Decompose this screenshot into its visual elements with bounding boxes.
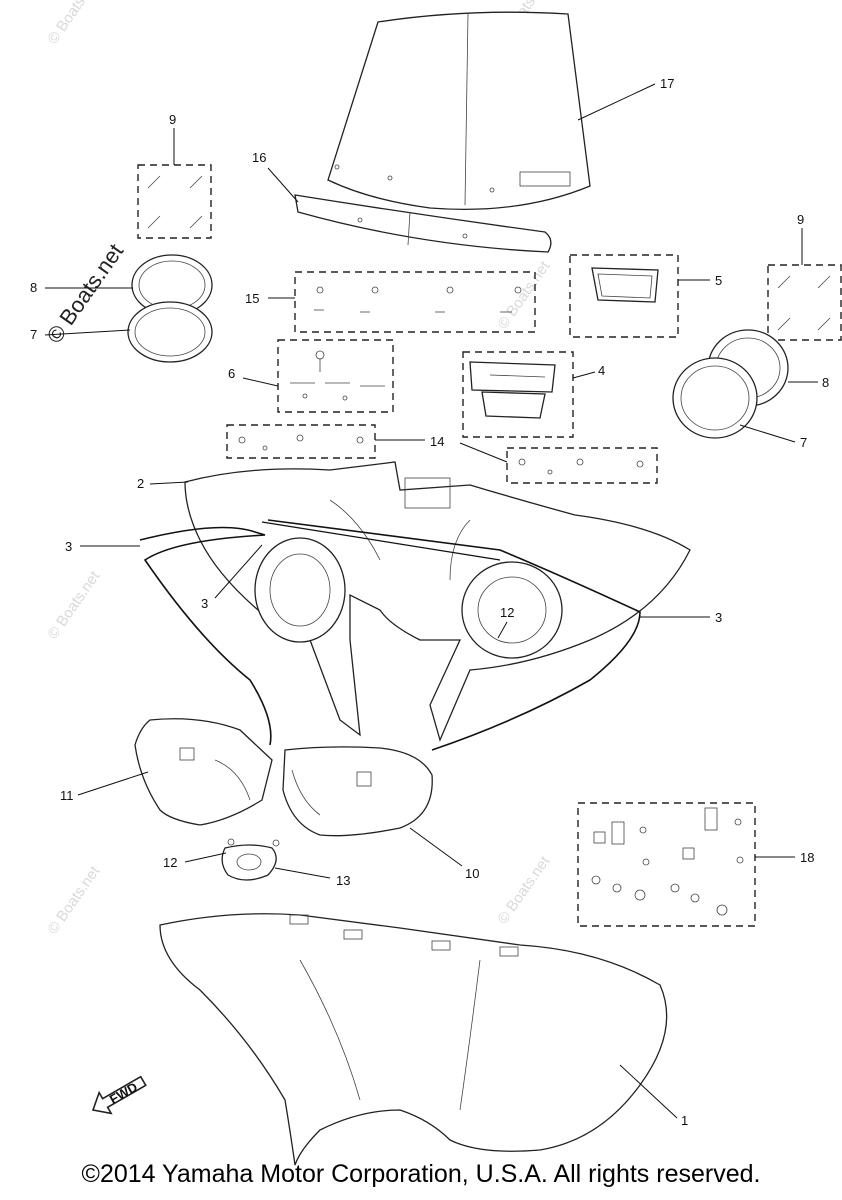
- speaker-ring-left: [127, 254, 213, 363]
- callout-11: 11: [60, 788, 74, 803]
- callout-12-upper: 12: [500, 605, 514, 620]
- callout-1: 1: [681, 1113, 688, 1128]
- speaker-ring-right: [672, 329, 789, 439]
- callout-3-left: 3: [65, 539, 72, 554]
- callout-3-mid: 3: [201, 596, 208, 611]
- display-bezel: [591, 267, 659, 303]
- fastener-kit-14-left: [238, 434, 364, 451]
- display-bezel-box: [569, 254, 679, 338]
- leader-line: [44, 329, 131, 336]
- callout-9-left: 9: [169, 112, 176, 127]
- leader-line: [409, 827, 463, 867]
- meter-housing-box: [462, 351, 574, 438]
- leader-line: [497, 621, 508, 639]
- bolt-kit-left: [147, 175, 203, 229]
- watermark: © Boats.net: [44, 0, 103, 47]
- leader-line: [572, 371, 596, 379]
- hardware-kit: [591, 807, 744, 916]
- callout-12-lower: 12: [163, 855, 177, 870]
- callout-17: 17: [660, 76, 674, 91]
- lower-cover-left: [134, 718, 273, 826]
- leader-line: [274, 867, 331, 879]
- callout-13: 13: [336, 873, 350, 888]
- watermark-main: © Boats.net: [42, 239, 129, 348]
- fastener-kit-15: [314, 286, 522, 313]
- callout-15: 15: [245, 291, 259, 306]
- watermark: © Boats.net: [494, 257, 553, 332]
- leader-line: [242, 377, 279, 387]
- leader-line: [739, 424, 796, 443]
- watermark: © Boats.net: [44, 862, 103, 937]
- weatherstrip: [139, 519, 641, 751]
- fwd-arrow-icon: FWD: [91, 1075, 147, 1115]
- leader-line: [214, 544, 263, 599]
- watermark: © Boats.net: [44, 567, 103, 642]
- callout-2: 2: [137, 476, 144, 491]
- callout-3-right: 3: [715, 610, 722, 625]
- lower-cover-right: [282, 746, 433, 837]
- callout-16: 16: [252, 150, 266, 165]
- hardware-kit-box: [577, 802, 756, 927]
- bracket-kit-box: [277, 339, 394, 413]
- meter-housing: [469, 361, 556, 419]
- callout-7-left: 7: [30, 327, 37, 342]
- callout-8-right: 8: [822, 375, 829, 390]
- callout-7-right: 7: [800, 435, 807, 450]
- inner-fairing: [184, 461, 691, 742]
- fastener-kit-14-left-box: [226, 424, 376, 459]
- watermark: © Boats.net: [494, 852, 553, 927]
- callout-6: 6: [228, 366, 235, 381]
- windshield: [327, 11, 591, 210]
- callout-18: 18: [800, 850, 814, 865]
- leader-line: [619, 1064, 678, 1119]
- fastener-kit-14-right: [518, 458, 644, 475]
- callout-10: 10: [465, 866, 479, 881]
- bolt-kit-right: [777, 275, 831, 331]
- fastener-kit-14-right-box: [506, 447, 658, 484]
- bracket-plate: [221, 838, 280, 881]
- outer-fairing: [159, 913, 668, 1166]
- callout-8-left: 8: [30, 280, 37, 295]
- leader-line: [184, 852, 227, 863]
- callout-5: 5: [715, 273, 722, 288]
- callout-9-right: 9: [797, 212, 804, 227]
- leader-line: [267, 167, 299, 203]
- windshield-trim: [294, 194, 552, 253]
- leader-line: [577, 83, 656, 121]
- copyright-footer: ©2014 Yamaha Motor Corporation, U.S.A. A…: [81, 1160, 761, 1188]
- leader-line: [149, 481, 189, 485]
- fastener-kit-15-box: [294, 271, 536, 333]
- callout-4: 4: [598, 363, 605, 378]
- leader-line: [459, 442, 508, 463]
- bolt-kit-right-box: [767, 264, 842, 341]
- callout-14: 14: [430, 434, 444, 449]
- leader-line: [77, 771, 149, 796]
- bracket-kit: [290, 350, 385, 401]
